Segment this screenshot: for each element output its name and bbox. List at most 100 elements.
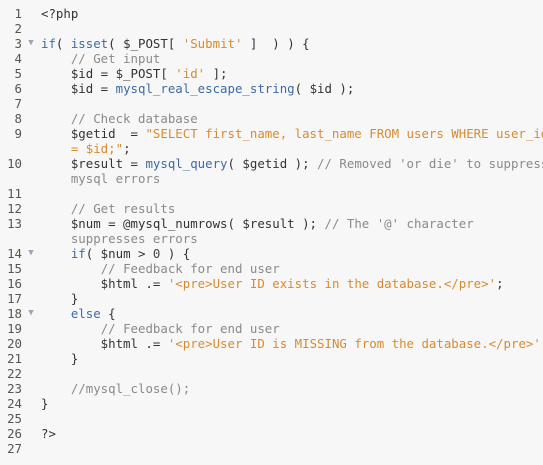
line-number: 4 bbox=[14, 51, 22, 66]
code-token: mysql errors bbox=[41, 171, 161, 186]
code-token bbox=[41, 306, 71, 321]
code-text: ?> bbox=[41, 426, 539, 441]
code-token: // Feedback for end user bbox=[100, 261, 280, 276]
code-token: } bbox=[41, 291, 79, 306]
line-number: 22 bbox=[7, 366, 22, 381]
code-token: ( $_POST[ bbox=[108, 36, 183, 51]
code-line: 7 bbox=[0, 96, 543, 111]
code-line: 13 $num = @mysql_numrows( $result ); // … bbox=[0, 216, 543, 231]
code-token: $num = @mysql_numrows( $result ); bbox=[41, 216, 325, 231]
code-line: 1 <?php bbox=[0, 6, 543, 21]
line-number: 13 bbox=[7, 216, 22, 231]
code-token: ( $id ); bbox=[294, 81, 355, 96]
code-token: "SELECT first_name, last_name FROM users… bbox=[145, 126, 543, 141]
fold-arrow-icon[interactable]: ▼ bbox=[28, 38, 34, 48]
code-token: = $id;" bbox=[41, 141, 124, 156]
code-line: 3▼if( isset( $_POST[ 'Submit' ] ) ) { bbox=[0, 36, 543, 51]
code-token bbox=[41, 381, 71, 396]
fold-arrow-icon[interactable]: ▼ bbox=[28, 308, 34, 318]
line-number: 2 bbox=[14, 21, 22, 36]
code-token: mysql_query bbox=[145, 156, 228, 171]
code-token bbox=[41, 261, 101, 276]
code-token: suppresses errors bbox=[41, 231, 198, 246]
line-number: 25 bbox=[7, 411, 22, 426]
code-token: isset bbox=[70, 36, 109, 51]
line-number: 9 bbox=[14, 126, 22, 141]
code-line: 6 $id = mysql_real_escape_string( $id ); bbox=[0, 81, 543, 96]
code-line: 21 } bbox=[0, 351, 543, 366]
code-token: ?> bbox=[41, 426, 56, 441]
code-token: //mysql_close(); bbox=[70, 381, 191, 396]
code-token: $html .= bbox=[41, 336, 168, 351]
line-number: 20 bbox=[7, 336, 22, 351]
line-number: 19 bbox=[7, 321, 22, 336]
line-number: 16 bbox=[7, 276, 22, 291]
code-token: <?php bbox=[41, 6, 79, 21]
code-token: mysql_real_escape_string bbox=[115, 81, 295, 96]
line-number: 23 bbox=[7, 381, 22, 396]
code-token: 'id' bbox=[175, 66, 206, 81]
code-token: if bbox=[70, 246, 86, 261]
code-text: <?php bbox=[41, 6, 539, 21]
code-text: } bbox=[41, 291, 539, 306]
code-line: 8 // Check database bbox=[0, 111, 543, 126]
line-number: 10 bbox=[7, 156, 22, 171]
code-token: $id = bbox=[41, 81, 116, 96]
code-token: { bbox=[100, 306, 116, 321]
line-number: 7 bbox=[14, 96, 22, 111]
fold-arrow-icon[interactable]: ▼ bbox=[28, 248, 34, 258]
code-line: 14 ▼ if( $num > 0 ) { bbox=[0, 246, 543, 261]
code-text: if( isset( $_POST[ 'Submit' ] ) ) { bbox=[41, 36, 539, 51]
code-token bbox=[41, 321, 101, 336]
code-line: 16 $html .= '<pre>User ID exists in the … bbox=[0, 276, 543, 291]
code-line: 10 $result = mysql_query( $getid ); // R… bbox=[0, 156, 543, 171]
code-text: // Get input bbox=[41, 51, 539, 66]
code-token: // Feedback for end user bbox=[100, 321, 280, 336]
code-token: else bbox=[70, 306, 101, 321]
code-text: else { bbox=[41, 306, 539, 321]
code-token: '<pre>User ID is MISSING from the databa… bbox=[167, 336, 541, 351]
code-line: 23 //mysql_close(); bbox=[0, 381, 543, 396]
code-text: $id = $_POST[ 'id' ]; bbox=[41, 66, 539, 81]
code-text: // Feedback for end user bbox=[41, 261, 539, 276]
line-number: 14 bbox=[7, 246, 22, 261]
code-text: // Check database bbox=[41, 111, 539, 126]
code-token bbox=[41, 246, 71, 261]
code-line: 20 $html .= '<pre>User ID is MISSING fro… bbox=[0, 336, 543, 351]
code-text: } bbox=[41, 351, 539, 366]
code-line: 26?> bbox=[0, 426, 543, 441]
code-text: $html .= '<pre>User ID exists in the dat… bbox=[41, 276, 539, 291]
code-text: $getid = "SELECT first_name, last_name F… bbox=[41, 126, 543, 141]
code-text: suppresses errors bbox=[41, 231, 539, 246]
code-token: ( $getid ); bbox=[227, 156, 318, 171]
code-line: = $id;"; bbox=[0, 141, 543, 156]
code-token: $html .= bbox=[41, 276, 168, 291]
code-token: ( bbox=[55, 36, 71, 51]
code-text: if( $num > 0 ) { bbox=[41, 246, 539, 261]
code-token: ; bbox=[123, 141, 131, 156]
line-number: 27 bbox=[7, 441, 22, 456]
code-token bbox=[41, 111, 71, 126]
line-number: 12 bbox=[7, 201, 22, 216]
code-line: 12 // Get results bbox=[0, 201, 543, 216]
code-token: // Get input bbox=[70, 51, 161, 66]
code-line: 4 // Get input bbox=[0, 51, 543, 66]
code-line: 17 } bbox=[0, 291, 543, 306]
code-line: 11 bbox=[0, 186, 543, 201]
code-line: 2 bbox=[0, 21, 543, 36]
code-text: $num = @mysql_numrows( $result ); // The… bbox=[41, 216, 539, 231]
line-number: 8 bbox=[14, 111, 22, 126]
code-token: $result = bbox=[41, 156, 146, 171]
code-token: 0 bbox=[152, 246, 161, 261]
code-text: } bbox=[41, 396, 539, 411]
line-number: 1 bbox=[14, 6, 22, 21]
line-number: 11 bbox=[7, 186, 22, 201]
line-number: 24 bbox=[7, 396, 22, 411]
code-text: $html .= '<pre>User ID is MISSING from t… bbox=[41, 336, 543, 351]
code-token: $getid = bbox=[41, 126, 146, 141]
code-token: } bbox=[41, 396, 49, 411]
code-line: 19 // Feedback for end user bbox=[0, 321, 543, 336]
code-text: //mysql_close(); bbox=[41, 381, 539, 396]
code-token: } bbox=[41, 351, 79, 366]
